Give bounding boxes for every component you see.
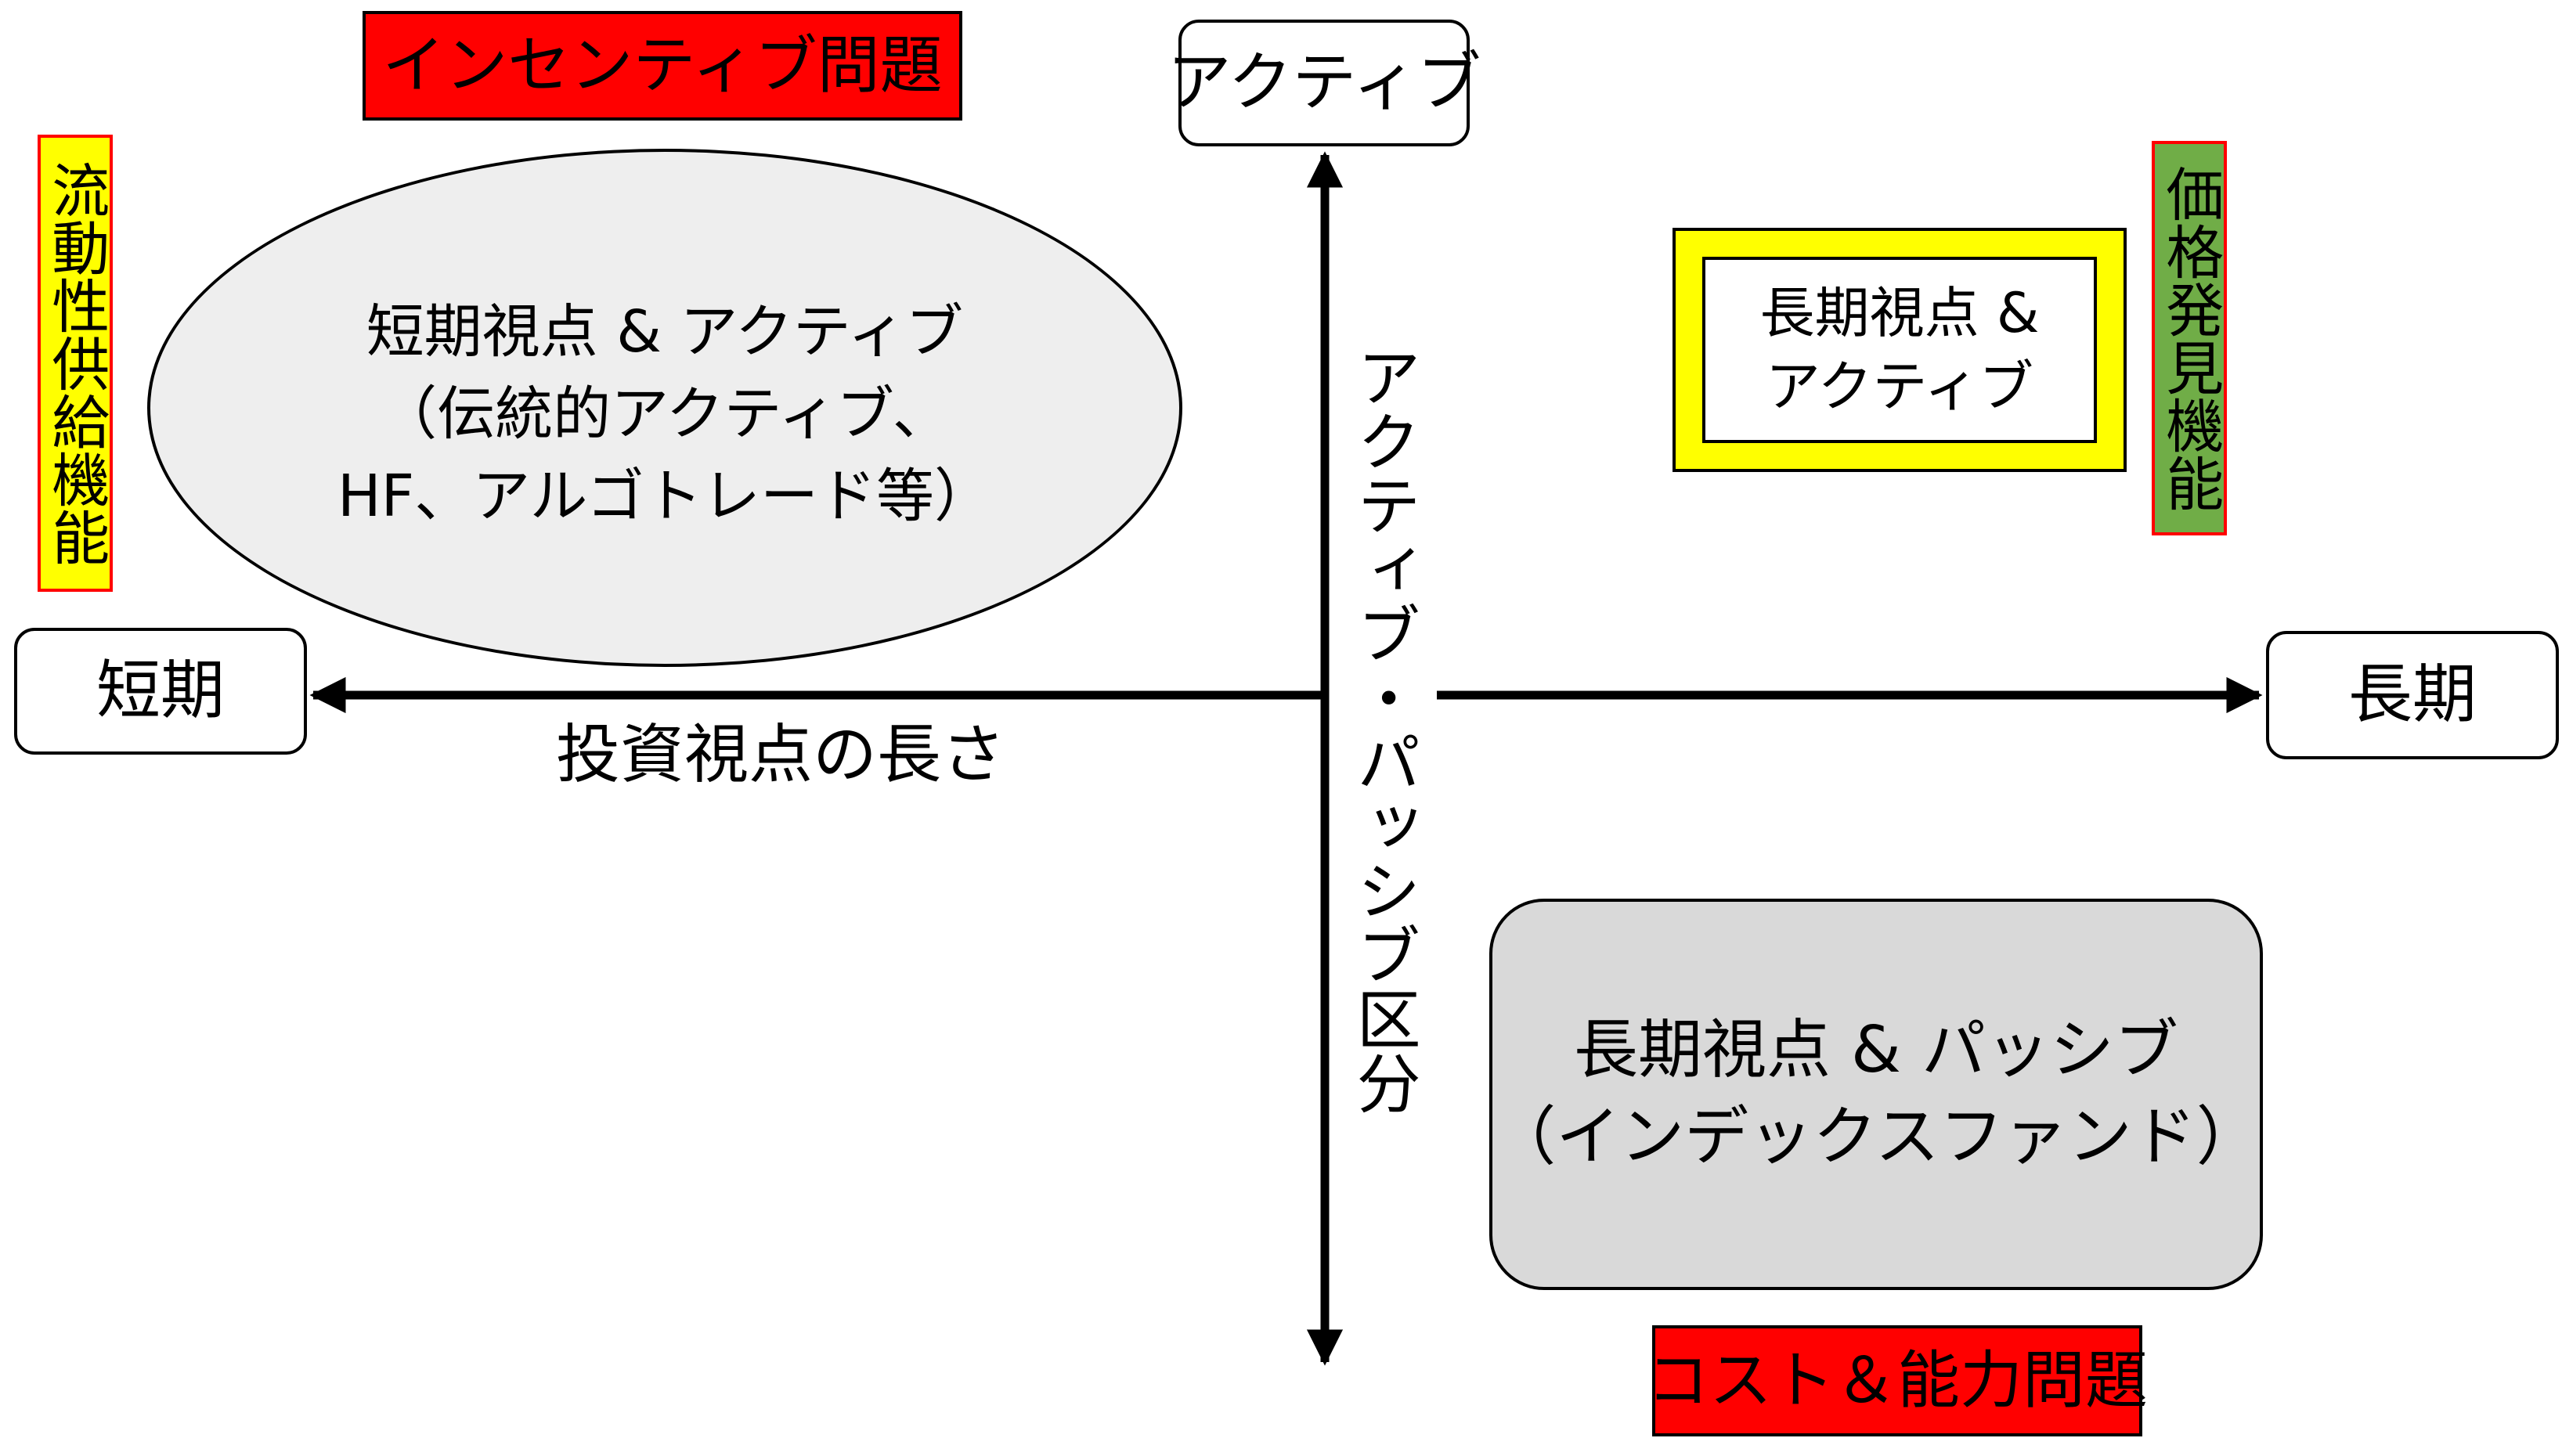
axis-end-active-text: アクティブ	[1167, 45, 1481, 120]
short-active-text: 短期視点 & アクティブ （伝統的アクティブ、 HF、アルゴトレード等）	[147, 291, 1182, 538]
price-discovery-function-text: 価格発見機能	[2156, 164, 2224, 512]
vertical-axis-title: アクティブ・パッシブ区分	[1345, 344, 1420, 1115]
axis-end-long-text: 長期	[2347, 658, 2477, 732]
long-passive-line1: 長期視点 & パッシブ	[1573, 1013, 2179, 1088]
long-passive-line2: （インデックスファンド）	[1492, 1100, 2261, 1174]
axis-end-active: アクティブ	[1167, 20, 1481, 146]
long-passive-box: 長期視点 & パッシブ （インデックスファンド）	[1489, 899, 2263, 1290]
price-discovery-function-label: 価格発見機能	[2152, 141, 2227, 535]
long-active-line1: 長期視点 &	[1759, 280, 2040, 345]
axis-end-short: 短期	[14, 628, 307, 755]
liquidity-function-text: 流動性供給機能	[41, 160, 110, 566]
short-active-line2: （伝統的アクティブ、	[379, 380, 951, 449]
long-active-box: 長期視点 & アクティブ	[1702, 257, 2097, 443]
axis-end-long: 長期	[2266, 631, 2559, 759]
liquidity-function-label: 流動性供給機能	[38, 135, 113, 592]
short-active-ellipse	[147, 149, 1182, 667]
horizontal-axis-title-text: 投資視点の長さ	[556, 718, 1006, 792]
cost-capability-issue-label: コスト＆能力問題	[1647, 1325, 2148, 1436]
incentive-issue-label: インセンティブ問題	[363, 11, 962, 121]
long-active-line2: アクティブ	[1765, 355, 2034, 419]
vertical-axis-title-text: アクティブ・パッシブ区分	[1345, 344, 1420, 1115]
horizontal-axis-title: 投資視点の長さ	[556, 723, 1005, 787]
short-active-line3: HF、アルゴトレード等）	[337, 463, 992, 531]
axis-end-short-text: 短期	[96, 654, 225, 728]
incentive-issue-text: インセンティブ問題	[382, 29, 943, 102]
cost-capability-issue-text: コスト＆能力問題	[1647, 1344, 2148, 1417]
short-active-line1: 短期視点 & アクティブ	[366, 298, 964, 366]
